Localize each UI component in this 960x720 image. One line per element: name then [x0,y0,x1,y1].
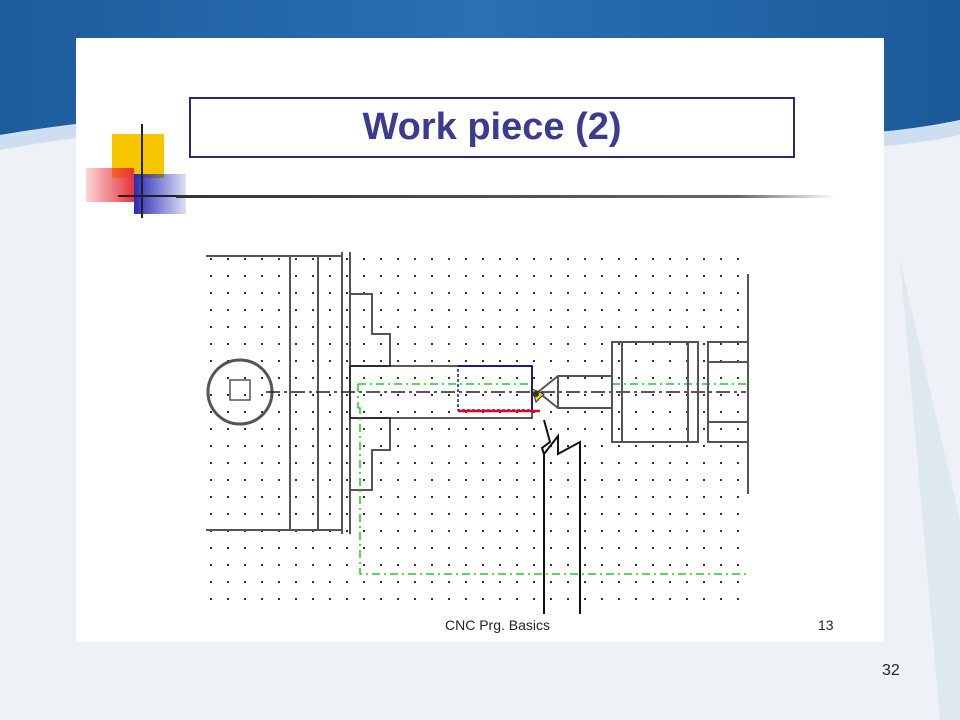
tool-tip-marker [531,388,545,403]
footer-title: CNC Prg. Basics [445,617,551,633]
cnc-workpiece-drawing [206,252,749,614]
footer-slide-number: 13 [818,617,834,633]
spindle-symbol [206,358,274,426]
slide-title: Work piece (2) [362,106,622,148]
tool-path-return [358,407,746,575]
slide-canvas: Work piece (2) [76,38,884,642]
chuck-body [206,252,391,534]
title-rule [176,195,836,198]
page-number: 32 [882,662,900,679]
slide-title-box: Work piece (2) [189,97,795,158]
cutting-tool [540,419,581,614]
tailstock-body [611,274,749,494]
finished-section [457,365,533,411]
decorative-squares-icon [86,124,204,218]
